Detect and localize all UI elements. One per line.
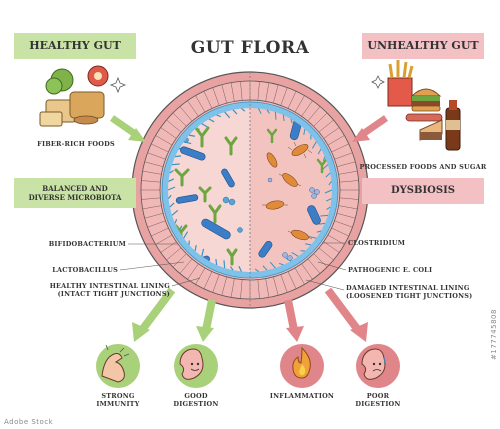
microbiota-box: BALANCED AND DIVERSE MICROBIOTA [14,178,136,208]
microbiota-line2: DIVERSE MICROBIOTA [28,193,122,202]
lactobacillus-label: LACTOBACILLUS [52,266,118,274]
page-title: GUT FLORA [190,38,310,58]
arrow-processed-to-gut [352,115,388,142]
watermark-id: #177745808 [490,309,498,360]
fiber-foods-illustration [39,65,127,127]
intestine-cross-section [131,71,369,309]
lactobacillus-rods [175,146,235,267]
lumen-unhealthy [250,108,332,272]
pathogen-y [266,128,328,174]
arrow-to-immunity [132,287,176,342]
bifidobacterium-y [174,126,238,266]
inflammation-label: INFLAMMATION [269,392,335,400]
healthy-cocci [175,137,243,251]
fiber-foods-label: FIBER-RICH FOODS [37,140,115,148]
good-digestion-icon [174,344,218,388]
poor-digestion-label-2: DIGESTION [355,400,401,408]
dysbiosis-tag: DYSBIOSIS [362,178,484,204]
clostridium-label: CLOSTRIDIUM [348,239,406,247]
arrow-to-inflammation [284,299,304,342]
inflammation-icon [280,344,324,388]
damaged-lining-label-2: (LOOSENED TIGHT JUNCTIONS) [346,292,473,300]
strong-immunity-icon [96,344,140,388]
damaged-lining-label-1: DAMAGED INTESTINAL LINING [346,284,470,292]
ecoli-label: PATHOGENIC E. COLI [348,266,433,274]
immunity-label-2: IMMUNITY [96,400,140,408]
arrow-to-good-digestion [196,299,216,342]
watermark-brand: Adobe Stock [4,418,54,426]
healthy-lining-label-2: (INTACT TIGHT JUNCTIONS) [57,290,170,298]
poor-digestion-label-1: POOR [366,392,390,400]
good-digestion-label-1: GOOD [184,392,208,400]
processed-foods-illustration [371,60,461,151]
healthy-lining-label-1: HEALTHY INTESTINAL LINING [49,282,170,290]
immunity-label-1: STRONG [101,392,135,400]
processed-foods-label: PROCESSED FOODS AND SUGAR [359,163,487,171]
good-digestion-label-2: DIGESTION [173,400,219,408]
poor-digestion-icon [356,344,400,388]
bifidobacterium-label: BIFIDOBACTERIUM [48,240,126,248]
ecoli-rods [258,117,321,258]
arrow-to-poor-digestion [324,287,368,342]
leader-lines [119,242,347,291]
arrow-fiber-to-gut [110,115,146,142]
microbiota-line1: BALANCED AND [42,184,108,193]
unhealthy-gut-tag: UNHEALTHY GUT [362,33,484,59]
clostridium-bacteria [265,144,309,241]
healthy-gut-tag: HEALTHY GUT [14,33,136,59]
